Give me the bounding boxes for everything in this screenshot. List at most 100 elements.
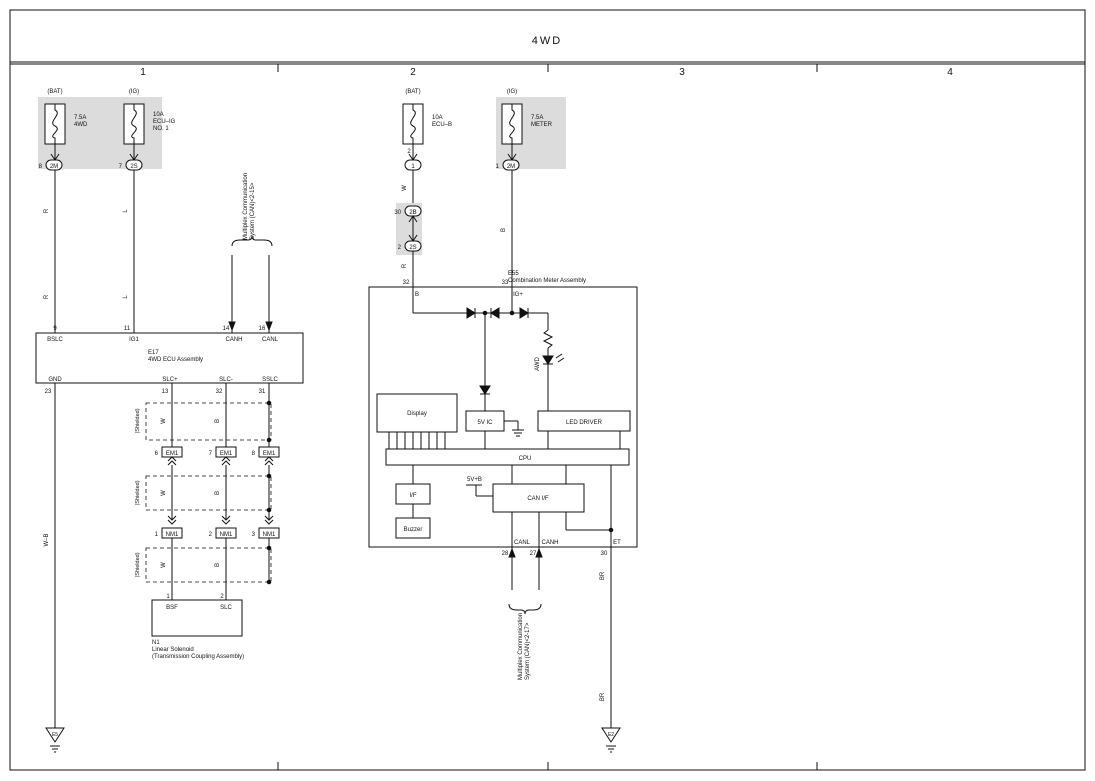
svg-text:EM1: EM1	[263, 451, 276, 457]
column-label-4: 4	[947, 67, 953, 78]
wire-color-label: W	[161, 418, 167, 424]
svg-text:2: 2	[209, 532, 213, 538]
svg-text:3: 3	[252, 532, 256, 538]
column-label-3: 3	[679, 67, 685, 78]
wire-color-label: L	[123, 295, 129, 299]
pin-name: IG+	[513, 292, 523, 298]
svg-text:I/F: I/F	[410, 493, 417, 499]
svg-text:System (CAN)<2-15>: System (CAN)<2-15>	[250, 182, 256, 240]
linear-solenoid	[151, 599, 243, 637]
connector-2m	[502, 159, 520, 171]
fuse-7-5a-4wd	[44, 103, 66, 145]
fuse-10a-ecu-ig	[123, 103, 145, 145]
pin-name: B	[415, 292, 419, 298]
multiplex-label-top: Multiplex Communication System (CAN)<2-1…	[231, 173, 273, 247]
diagram-title: 4WD	[532, 35, 562, 47]
pin-number: 32	[403, 280, 410, 286]
svg-text:EM1: EM1	[166, 451, 179, 457]
svg-text:2M: 2M	[50, 164, 58, 170]
pin-number: 16	[259, 326, 266, 332]
led-label: AWD	[535, 356, 541, 370]
fuse-name: ECU–B	[432, 122, 452, 128]
column-label-1: 1	[140, 67, 146, 78]
svg-text:EM1: EM1	[220, 451, 233, 457]
led-driver-block	[537, 410, 631, 432]
svg-text:NM1: NM1	[166, 532, 179, 538]
display-block	[376, 393, 458, 433]
pin-name: BSF	[166, 605, 178, 611]
pin-name: IG1	[129, 337, 139, 343]
shielded-cable-1	[145, 402, 272, 441]
pin-number: 33	[502, 280, 509, 286]
pin-number: 11	[124, 326, 131, 332]
internal-ground	[512, 429, 524, 437]
column-ticks	[277, 64, 818, 770]
wire-color-label: L	[123, 209, 129, 213]
svg-text:NM1: NM1	[220, 532, 233, 538]
svg-text:2S: 2S	[409, 245, 416, 251]
pin-name: SLC	[220, 605, 232, 611]
pin-number: 7	[119, 164, 123, 170]
pin-number: 28	[502, 551, 509, 557]
svg-text:1: 1	[411, 164, 415, 170]
pin-number: 14	[223, 326, 230, 332]
wire-color-label: B	[215, 563, 221, 567]
diode-array	[466, 307, 529, 319]
pin-number: 2	[398, 245, 402, 251]
5v-b-label: 5V+B	[467, 477, 482, 483]
column-label-2: 2	[410, 67, 416, 78]
ground-code: E5	[52, 732, 58, 738]
wire-color-label: BR	[600, 692, 606, 701]
ground-code: E2	[608, 732, 614, 738]
fuse-name-line2: NO. 1	[153, 126, 169, 132]
svg-text:Buzzer: Buzzer	[404, 527, 423, 533]
pin-number: 30	[394, 210, 401, 216]
wire-color-label: B	[215, 419, 221, 423]
svg-text:2M: 2M	[507, 164, 515, 170]
svg-text:Multiplex Communication: Multiplex Communication	[518, 613, 524, 680]
ecu-code: E17	[148, 350, 159, 356]
fuse-rating: 10A	[432, 115, 443, 121]
wire-color-label: W	[161, 562, 167, 568]
svg-text:2B: 2B	[409, 210, 416, 216]
meter-code: E55	[508, 271, 519, 277]
pin-number: 8	[39, 164, 43, 170]
pin-name: CANL	[262, 337, 279, 343]
wire-color-label: BR	[600, 571, 606, 580]
pin-number: 2	[220, 594, 224, 600]
pin-number: 27	[530, 551, 537, 557]
buzzer-block	[395, 517, 431, 539]
svg-text:CAN I/F: CAN I/F	[527, 496, 549, 502]
connector-chevrons	[167, 515, 274, 525]
ground-e5	[45, 727, 65, 753]
wire-color-label: B	[501, 228, 507, 232]
pin-number: 30	[601, 551, 608, 557]
ground-e2	[601, 727, 621, 753]
fuse-name: METER	[531, 122, 553, 128]
pin-number: 1	[496, 164, 500, 170]
svg-text:NM1: NM1	[263, 532, 276, 538]
pin-number: 13	[162, 389, 169, 395]
pin-name: BSLC	[47, 337, 63, 343]
meter-name: Combination Meter Assembly	[508, 278, 586, 284]
pin-name: CANL	[514, 540, 531, 546]
fuse-rating: 7.5A	[531, 115, 543, 121]
svg-text:Display: Display	[407, 411, 427, 417]
resistor	[542, 329, 554, 349]
pin-number: 9	[53, 326, 57, 332]
shielded-cable-2	[145, 475, 272, 511]
svg-text:6: 6	[155, 451, 159, 457]
solenoid-name: Linear Solenoid	[152, 647, 194, 653]
pin-name: ET	[613, 540, 621, 546]
solenoid-sub: (Transmission Coupling Assembly)	[152, 654, 244, 660]
display-bus	[388, 432, 446, 449]
svg-text:LED DRIVER: LED DRIVER	[566, 420, 603, 426]
pin-number: 32	[216, 389, 223, 395]
pin-name: GND	[48, 377, 62, 383]
fuse-rating: 7.5A	[74, 115, 86, 121]
connector-nm1-row: NM1 1 NM1 2 NM1 3	[155, 527, 280, 539]
fuse-source-ig-1: (IG)	[129, 89, 139, 95]
fuse-source-bat-2: (BAT)	[405, 89, 420, 95]
fuse-source-ig-2: (IG)	[507, 89, 517, 95]
